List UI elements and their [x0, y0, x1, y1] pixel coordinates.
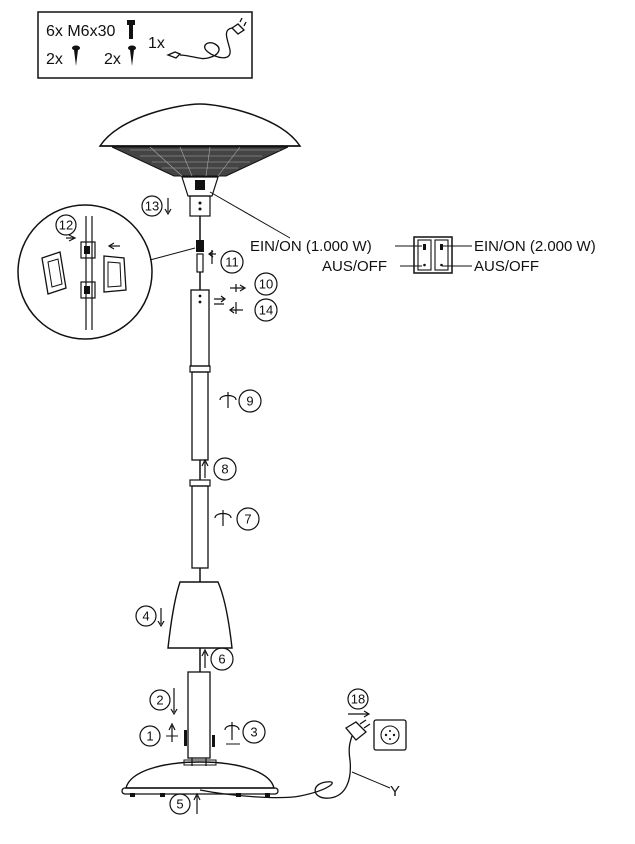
step-5: 5: [169, 792, 201, 815]
wall-socket-icon: [373, 719, 407, 751]
svg-text:12: 12: [59, 218, 73, 233]
head-collar: [181, 176, 219, 197]
power-cable: [199, 735, 353, 799]
svg-text:6: 6: [218, 652, 225, 667]
hardware-screws-a-label: 2x: [46, 51, 63, 68]
svg-text:9: 9: [246, 394, 253, 409]
svg-text:4: 4: [142, 609, 149, 624]
clip-left: [41, 251, 67, 295]
svg-text:14: 14: [259, 303, 273, 318]
table-shade: [167, 581, 233, 672]
power-cable-icon: [166, 17, 247, 60]
step-4: 4: [135, 605, 165, 628]
heater-base: [121, 759, 279, 797]
switch-off-left-label: AUS/OFF: [322, 258, 387, 275]
switch-on-left-label: EIN/ON (1.000 W): [250, 238, 372, 255]
switch-box-icon: [195, 180, 205, 190]
heating-grille: [111, 146, 289, 177]
upper-pole: [189, 289, 211, 480]
switch-callout: EIN/ON (1.000 W) AUS/OFF EIN/ON (2.000 W…: [209, 191, 596, 275]
step-14: 14: [214, 295, 278, 322]
step-12: [55, 214, 77, 236]
cable-connector: [196, 240, 204, 290]
bolt-icon: [127, 20, 135, 39]
svg-text:11: 11: [225, 255, 239, 270]
plug-icon: [345, 719, 371, 741]
svg-text:18: 18: [351, 692, 365, 707]
lower-pole: [187, 671, 211, 766]
svg-text:8: 8: [221, 462, 228, 477]
grille-lines: [130, 146, 280, 177]
middle-pole: [189, 479, 211, 582]
clip-right: [103, 255, 127, 293]
svg-text:1: 1: [146, 729, 153, 744]
step-2: 2: [149, 688, 178, 716]
hardware-cable-label: 1x: [148, 35, 165, 52]
svg-text:7: 7: [244, 512, 251, 527]
step-7: 7: [214, 507, 260, 531]
hardware-screws-b-label: 2x: [104, 51, 121, 68]
svg-text:3: 3: [250, 725, 257, 740]
heater-head: [98, 103, 302, 240]
cable-y-callout: Y: [351, 771, 400, 800]
svg-text:2: 2: [156, 693, 163, 708]
svg-text:10: 10: [259, 277, 273, 292]
hardware-bolts-label: 6x M6x30: [46, 23, 115, 40]
cable-y-label: Y: [390, 783, 400, 800]
head-neck: [189, 195, 211, 217]
bolt-icon: [184, 730, 187, 746]
step-9: 9: [219, 389, 262, 413]
svg-text:13: 13: [145, 199, 159, 214]
step-13: 13: [141, 195, 172, 217]
step-11: 11: [208, 250, 244, 274]
reflector-dome: [98, 103, 302, 147]
step-10: 10: [230, 272, 278, 296]
step-1: 1: [139, 722, 187, 747]
rocker-switch-icon: [413, 236, 453, 274]
step-8: 8: [201, 457, 237, 481]
screw-a-icon: [72, 45, 80, 66]
switch-off-right-label: AUS/OFF: [474, 258, 539, 275]
connector-detail-callout: 12: [17, 204, 196, 340]
step-18: 18: [347, 688, 371, 718]
screw-b-icon: [128, 45, 136, 66]
hardware-box-frame: [37, 11, 253, 79]
screw-icon: [212, 735, 215, 747]
svg-text:5: 5: [176, 797, 183, 812]
step-3: 3: [212, 720, 266, 747]
switch-on-right-label: EIN/ON (2.000 W): [474, 238, 596, 255]
step-6: 6: [201, 647, 234, 671]
hardware-box: 6x M6x30 2x 2x 1x: [37, 11, 253, 79]
